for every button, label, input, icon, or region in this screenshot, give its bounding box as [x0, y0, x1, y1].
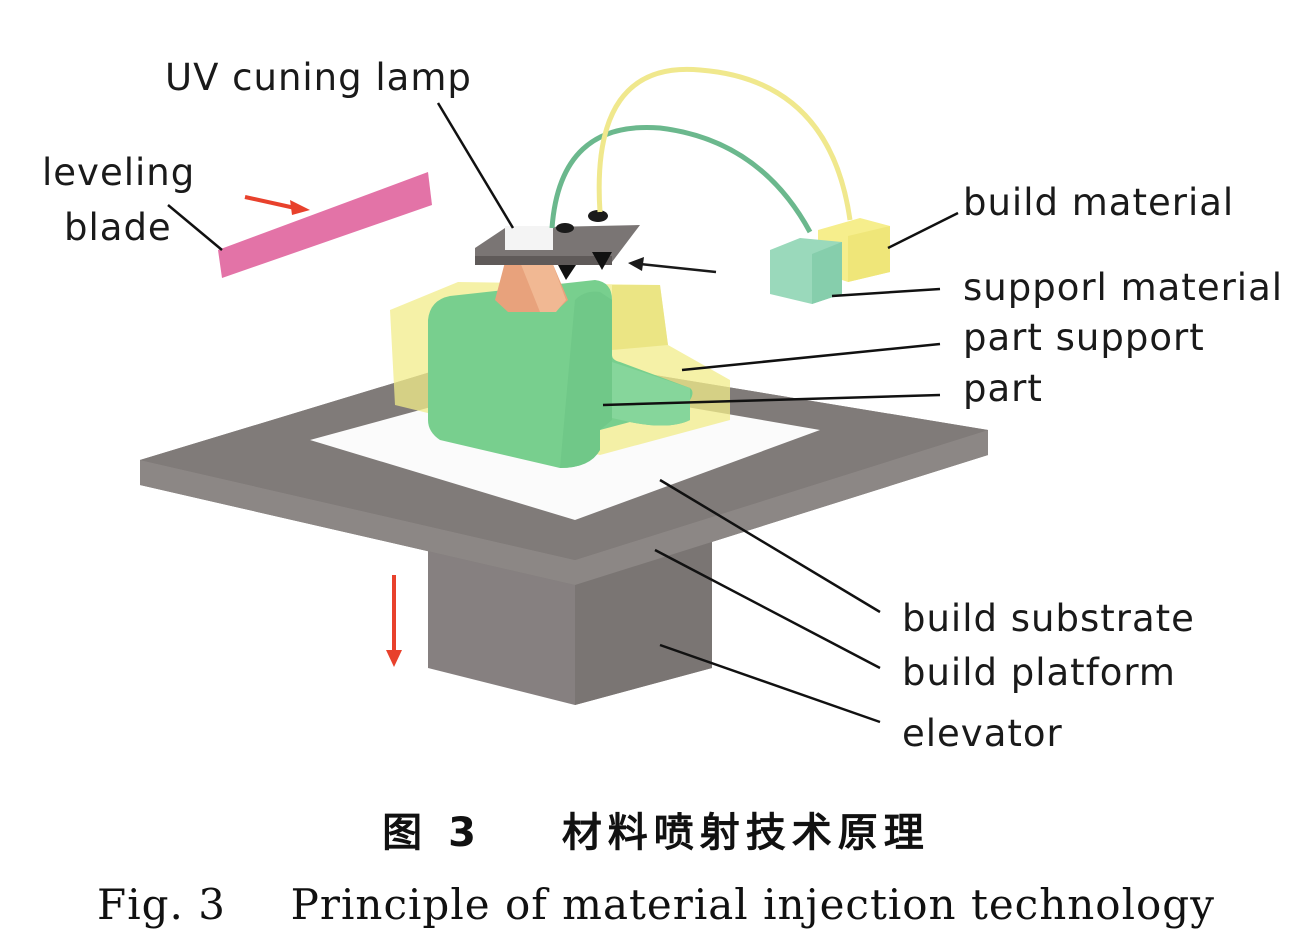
label-part: part	[963, 367, 1043, 410]
nozzle-support	[558, 265, 576, 280]
label-elevator: elevator	[902, 712, 1063, 755]
support-material-cartridge	[770, 238, 842, 304]
head-motion-arrow	[628, 257, 717, 274]
blade-motion-arrow	[244, 195, 310, 215]
leader-build-platform	[654, 548, 881, 670]
elevator-down-arrow	[386, 575, 402, 667]
leader-build-material	[887, 211, 959, 250]
leader-part	[602, 393, 941, 407]
leader-elevator	[659, 643, 881, 724]
uv-lamp-housing	[505, 226, 553, 250]
nozzle-build	[592, 252, 612, 270]
caption-cn-title: 材料喷射技术原理	[561, 810, 930, 856]
caption-english: Fig. 3 Principle of material injection t…	[0, 880, 1312, 929]
label-build-substrate: build substrate	[902, 597, 1195, 640]
leader-build-substrate	[659, 478, 881, 614]
label-build-material: build material	[963, 181, 1234, 224]
label-support-material: supporl material	[963, 266, 1283, 309]
caption-en-number: Fig. 3	[97, 880, 226, 929]
caption-cn-number: 图 3	[382, 810, 482, 856]
build-material-tube	[596, 66, 853, 221]
support-material-tube	[549, 124, 813, 234]
leader-uv-lamp	[436, 102, 515, 229]
caption-chinese: 图 3 材料喷射技术原理	[0, 800, 1312, 858]
label-leveling-blade-2: blade	[64, 206, 172, 249]
label-leveling-blade-1: leveling	[42, 151, 195, 194]
part	[428, 280, 693, 468]
label-part-support: part support	[963, 316, 1205, 359]
leader-support-material	[831, 287, 941, 298]
print-head	[475, 210, 640, 312]
leader-part-support	[681, 342, 941, 372]
leveling-blade	[218, 172, 432, 278]
label-uv-lamp: UV cuning lamp	[165, 56, 472, 99]
label-build-platform: build platform	[902, 651, 1176, 694]
caption-en-title: Principle of material injection technolo…	[290, 880, 1215, 929]
leader-leveling-blade	[167, 204, 223, 251]
